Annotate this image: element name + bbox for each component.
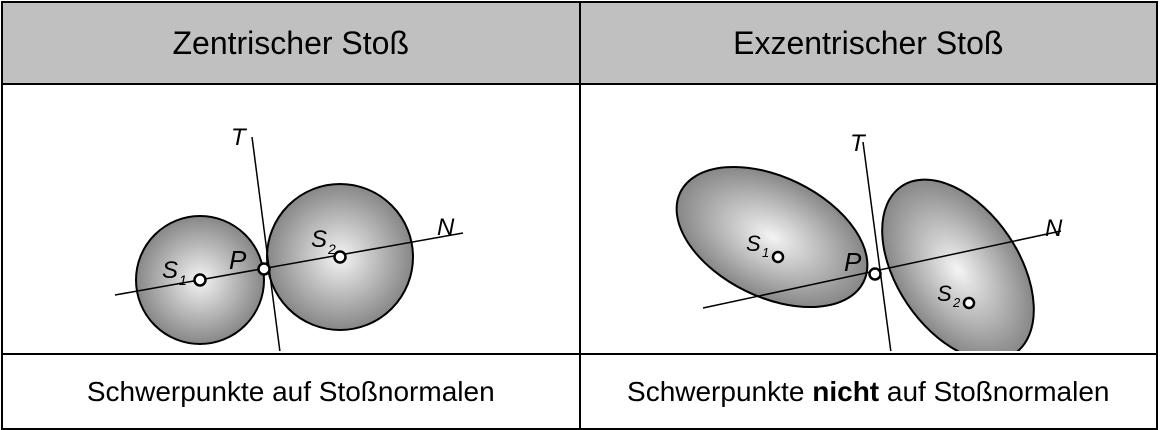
figure-row: T N P S 1 S 2 [2, 84, 1157, 354]
centroid-2-point [964, 298, 974, 308]
caption-eccentric-text-end: auf Stoßnormalen [879, 376, 1109, 407]
header-row: Zentrischer Stoß Exzentrischer Stoß [2, 2, 1157, 84]
figure-cell-eccentric: T N P S 1 S 2 [580, 84, 1158, 354]
contact-label: P [229, 245, 247, 275]
caption-row: Schwerpunkte auf Stoßnormalen Schwerpunk… [2, 354, 1157, 429]
centroid-2-subscript: 2 [327, 241, 336, 257]
contact-point [869, 269, 880, 280]
contact-label: P [844, 247, 862, 277]
header-central-impact: Zentrischer Stoß [2, 2, 580, 84]
normal-label: N [437, 214, 455, 241]
caption-central: Schwerpunkte auf Stoßnormalen [2, 354, 580, 429]
body-2-ellipsoid [850, 152, 1064, 351]
figure-cell-central: T N P S 1 S 2 [2, 84, 580, 354]
centroid-1-subscript: 1 [179, 272, 187, 288]
centroid-2-subscript: 2 [952, 295, 961, 310]
caption-eccentric: Schwerpunkte nicht auf Stoßnormalen [580, 354, 1158, 429]
caption-eccentric-text-start: Schwerpunkte [627, 376, 812, 407]
centroid-1-label: S [162, 257, 178, 284]
centroid-1-subscript: 1 [762, 245, 769, 260]
caption-eccentric-emphasis: nicht [812, 376, 879, 407]
header-eccentric-impact: Exzentrischer Stoß [580, 2, 1158, 84]
centroid-1-label: S [746, 231, 761, 256]
caption-central-text: Schwerpunkte auf Stoßnormalen [87, 376, 495, 407]
central-impact-diagram: T N P S 1 S 2 [3, 87, 573, 351]
tangent-label: T [850, 130, 867, 157]
contact-point [259, 264, 270, 275]
tangent-label: T [231, 124, 248, 151]
centroid-1-point [773, 252, 783, 262]
normal-label: N [1045, 215, 1063, 242]
centroid-2-label: S [311, 226, 327, 253]
eccentric-impact-diagram: T N P S 1 S 2 [581, 87, 1160, 351]
centroid-1-point [195, 275, 206, 286]
body-1-ellipsoid [654, 138, 890, 335]
centroid-2-point [335, 252, 346, 263]
centroid-2-label: S [937, 281, 952, 306]
